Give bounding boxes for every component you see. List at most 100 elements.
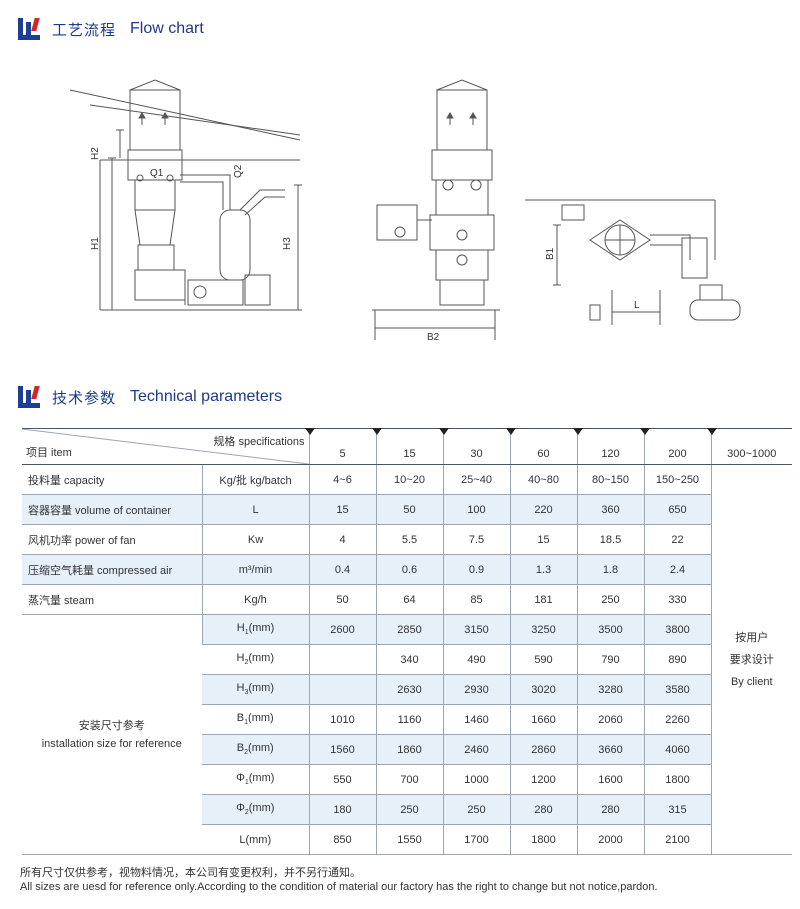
table-cell: 4060 bbox=[643, 734, 711, 765]
label-q2: Q2 bbox=[233, 164, 244, 178]
table-cell: 10~20 bbox=[375, 464, 443, 495]
row-item-label: 压缩空气耗量 compressed air bbox=[22, 554, 202, 585]
table-cell: 650 bbox=[643, 494, 711, 525]
table-cell: 2000 bbox=[576, 824, 644, 855]
tech-params-title-en: Technical parameters bbox=[130, 388, 283, 405]
table-cell: 150~250 bbox=[643, 464, 711, 495]
param-phi1: Φ1(mm) bbox=[202, 764, 309, 795]
table-header-row: 规格 specifications 项目 item 5 15 30 60 120… bbox=[22, 428, 792, 465]
label-h3: H3 bbox=[282, 237, 293, 250]
footnote: 所有尺寸仅供参考，视物料情况，本公司有变更权利，并不另行通知。 All size… bbox=[20, 866, 800, 894]
table-cell: 85 bbox=[442, 584, 510, 615]
table-cell: 2860 bbox=[509, 734, 577, 765]
row-unit: Kw bbox=[201, 524, 309, 555]
table-cell: 250 bbox=[442, 794, 510, 825]
table-cell: 700 bbox=[375, 764, 443, 795]
table-cell bbox=[308, 674, 376, 705]
param-l: L(mm) bbox=[202, 824, 309, 855]
table-cell: 100 bbox=[442, 494, 510, 525]
table-cell: 1.8 bbox=[576, 554, 644, 585]
table-cell: 0.6 bbox=[375, 554, 443, 585]
table-row: Φ2(mm) 180 250 250 280 280 315 bbox=[22, 794, 792, 825]
row-item-label: 风机功率 power of fan bbox=[22, 524, 202, 555]
table-cell: 2630 bbox=[375, 674, 443, 705]
flow-chart-diagram: H2 H1 H3 Q1 Q2 B2 bbox=[0, 60, 800, 360]
size-header-30: 30 bbox=[438, 428, 510, 465]
table-cell: 4 bbox=[308, 524, 376, 555]
by-client-cn-2: 要求设计 bbox=[729, 653, 774, 666]
label-h1: H1 bbox=[90, 237, 101, 250]
table-cell: 1460 bbox=[442, 704, 510, 735]
size-header-15: 15 bbox=[371, 428, 443, 465]
table-cell: 550 bbox=[308, 764, 376, 795]
param-phi2: Φ2(mm) bbox=[202, 794, 309, 825]
row-unit: Kg/h bbox=[201, 584, 309, 615]
label-h2: H2 bbox=[90, 147, 101, 160]
item-label: 项目 item bbox=[26, 447, 72, 459]
installation-label-en: installation size for reference bbox=[41, 737, 182, 750]
table-cell: 50 bbox=[375, 494, 443, 525]
param-b2: B2(mm) bbox=[202, 734, 309, 765]
table-cell: 3020 bbox=[509, 674, 577, 705]
table-cell: 1700 bbox=[442, 824, 510, 855]
table-cell: 890 bbox=[643, 644, 711, 675]
table-cell: 590 bbox=[509, 644, 577, 675]
table-cell: 3580 bbox=[643, 674, 711, 705]
table-cell: 80~150 bbox=[576, 464, 644, 495]
table-cell: 50 bbox=[308, 584, 376, 615]
table-cell: 1160 bbox=[375, 704, 443, 735]
table-cell: 2100 bbox=[643, 824, 711, 855]
label-l: L bbox=[634, 300, 640, 311]
table-cell: 180 bbox=[308, 794, 376, 825]
row-item-label: 容器容量 volume of container bbox=[22, 494, 202, 525]
table-row: 安装尺寸参考 installation size for reference H… bbox=[22, 614, 792, 855]
table-cell: 280 bbox=[576, 794, 644, 825]
size-header-200: 200 bbox=[639, 428, 711, 465]
table-cell: 3800 bbox=[643, 614, 711, 645]
spec-item-header-cell: 规格 specifications 项目 item bbox=[22, 428, 309, 465]
flow-chart-title-cn: 工艺流程 bbox=[52, 20, 117, 39]
table-row: H3(mm) 2630 2930 3020 3280 3580 bbox=[22, 674, 792, 705]
param-h3: H3(mm) bbox=[202, 674, 309, 705]
table-cell: 3150 bbox=[442, 614, 510, 645]
flow-chart-title-en: Flow chart bbox=[130, 20, 204, 37]
label-b2: B2 bbox=[427, 332, 440, 343]
table-cell: 1600 bbox=[576, 764, 644, 795]
table-cell: 4~6 bbox=[308, 464, 376, 495]
size-header-300-1000: 300~1000 bbox=[706, 428, 792, 465]
table-row: H2(mm) 340 490 590 790 890 bbox=[22, 644, 792, 675]
label-q1: Q1 bbox=[150, 168, 164, 179]
table-cell: 1560 bbox=[308, 734, 376, 765]
table-cell: 15 bbox=[308, 494, 376, 525]
company-logo-icon bbox=[18, 18, 40, 40]
footnote-cn: 所有尺寸仅供参考，视物料情况，本公司有变更权利，并不另行通知。 bbox=[20, 867, 361, 879]
table-cell: 5.5 bbox=[375, 524, 443, 555]
param-h2: H2(mm) bbox=[202, 644, 309, 675]
table-cell: 1550 bbox=[375, 824, 443, 855]
table-row: 蒸汽量 steam Kg/h 50 64 85 181 250 330 bbox=[22, 584, 792, 615]
table-cell: 2460 bbox=[442, 734, 510, 765]
table-cell: 3250 bbox=[509, 614, 577, 645]
table-cell: 0.4 bbox=[308, 554, 376, 585]
table-cell: 3500 bbox=[576, 614, 644, 645]
table-cell: 340 bbox=[375, 644, 443, 675]
table-cell: 490 bbox=[442, 644, 510, 675]
table-cell: 25~40 bbox=[442, 464, 510, 495]
row-item-label: 投料量 capacity bbox=[22, 464, 202, 495]
footnote-en: All sizes are uesd for reference only.Ac… bbox=[20, 881, 658, 893]
table-cell: 1000 bbox=[442, 764, 510, 795]
row-unit: L bbox=[201, 494, 309, 525]
row-unit: Kg/批 kg/batch bbox=[201, 464, 309, 495]
table-cell: 1860 bbox=[375, 734, 443, 765]
label-b1: B1 bbox=[545, 247, 556, 260]
installation-label-cn: 安装尺寸参考 bbox=[78, 719, 145, 732]
table-cell: 250 bbox=[576, 584, 644, 615]
flow-chart-svg: H2 H1 H3 Q1 Q2 B2 bbox=[69, 79, 741, 343]
table-cell: 1800 bbox=[509, 824, 577, 855]
table-cell: 1800 bbox=[643, 764, 711, 795]
table-cell: 1200 bbox=[509, 764, 577, 795]
size-header-5: 5 bbox=[304, 428, 376, 465]
table-cell: 1660 bbox=[509, 704, 577, 735]
param-h1: H1(mm) bbox=[201, 614, 309, 645]
table-cell: 2260 bbox=[643, 704, 711, 735]
